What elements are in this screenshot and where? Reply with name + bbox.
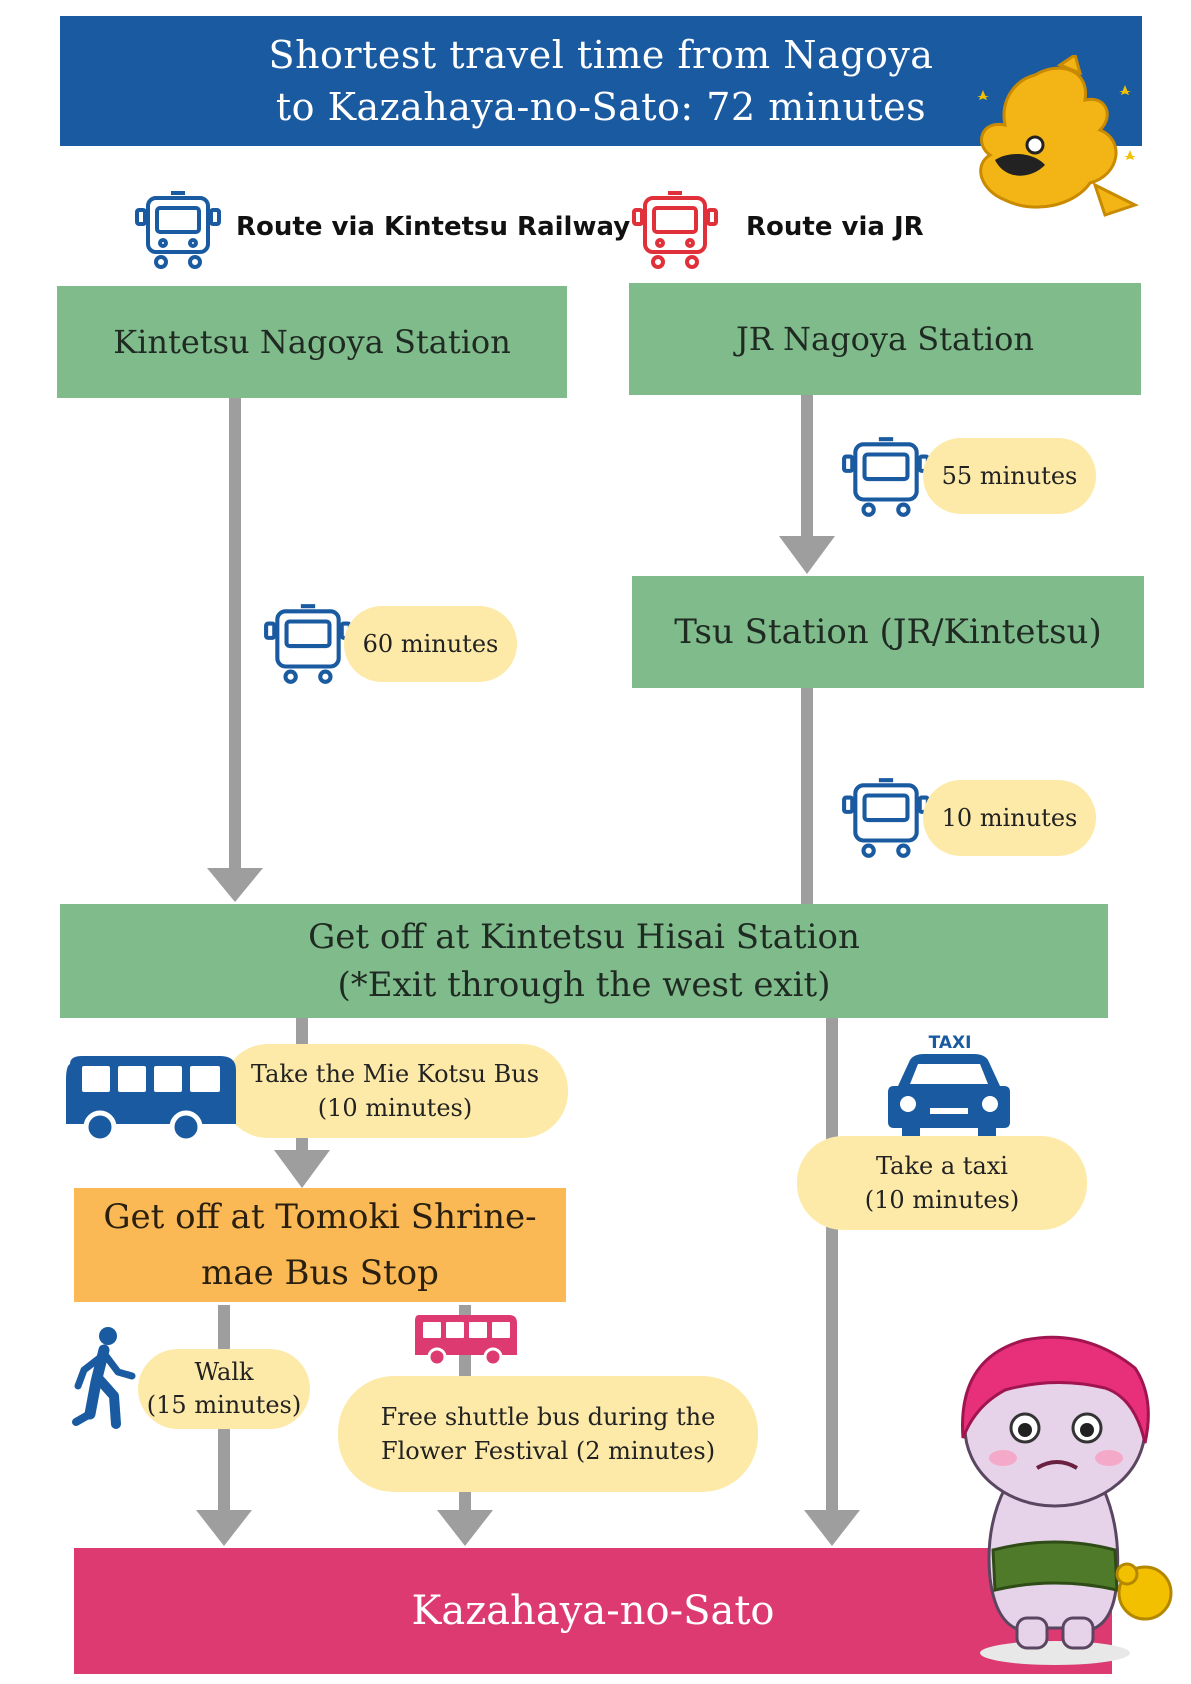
duration-jr-to-tsu: 55 minutes: [923, 438, 1096, 514]
train-icon-blue: [135, 191, 221, 269]
bus-stop-tomoki-shrine: Get off at Tomoki Shrine- mae Bus Stop: [74, 1188, 566, 1302]
header-banner: Shortest travel time from Nagoya to Kaza…: [60, 16, 1142, 146]
duration-shuttle-line-1: Free shuttle bus during the: [380, 1403, 716, 1431]
route-label-jr: Route via JR: [746, 212, 924, 242]
duration-bus-line-2: (10 minutes): [317, 1094, 473, 1122]
bus-stop-tomoki-line-1: Get off at Tomoki Shrine-: [103, 1197, 537, 1237]
duration-kintetsu-to-hisai-label: 60 minutes: [362, 630, 499, 658]
duration-taxi-line-1: Take a taxi: [876, 1152, 1008, 1180]
arrowhead: [196, 1510, 252, 1546]
station-kintetsu-nagoya-label: Kintetsu Nagoya Station: [113, 323, 511, 361]
arrowhead: [207, 868, 263, 902]
duration-walk-line-1: Walk: [194, 1358, 254, 1386]
train-icon-small: [842, 778, 930, 858]
duration-taxi-line-2: (10 minutes): [864, 1186, 1020, 1214]
header-line-2: to Kazahaya-no-Sato: 72 minutes: [275, 85, 927, 129]
arrowhead: [804, 1510, 860, 1546]
arrow-hisai-to-destination-taxi: [826, 1014, 838, 1514]
station-tsu: Tsu Station (JR/Kintetsu): [632, 576, 1144, 688]
header-line-1: Shortest travel time from Nagoya: [268, 33, 934, 77]
train-icon-red: [632, 191, 718, 269]
duration-walk-line-2: (15 minutes): [146, 1391, 302, 1419]
train-icon-small: [264, 604, 352, 684]
golden-shachihoko-icon: [977, 55, 1139, 217]
station-jr-nagoya: JR Nagoya Station: [629, 283, 1141, 395]
station-kintetsu-nagoya: Kintetsu Nagoya Station: [57, 286, 567, 398]
arrowhead: [779, 536, 835, 574]
duration-shuttle-line-2: Flower Festival (2 minutes): [380, 1437, 716, 1465]
duration-jr-to-tsu-label: 55 minutes: [941, 462, 1078, 490]
arrow-jr-to-tsu: [801, 395, 813, 540]
duration-tsu-to-hisai-label: 10 minutes: [941, 804, 1078, 832]
duration-bus: Take the Mie Kotsu Bus (10 minutes): [222, 1044, 568, 1138]
shuttle-bus-icon: [415, 1315, 517, 1367]
duration-bus-line-1: Take the Mie Kotsu Bus: [250, 1060, 540, 1088]
arrow-tsu-to-hisai: [801, 685, 813, 915]
station-jr-nagoya-label: JR Nagoya Station: [735, 320, 1035, 358]
taxi-icon: [888, 1054, 1010, 1138]
duration-kintetsu-to-hisai: 60 minutes: [344, 606, 517, 682]
duration-taxi: Take a taxi (10 minutes): [797, 1136, 1087, 1230]
duration-walk: Walk (15 minutes): [138, 1349, 310, 1429]
duration-tsu-to-hisai: 10 minutes: [923, 780, 1096, 856]
arrowhead: [274, 1150, 330, 1188]
station-tsu-label: Tsu Station (JR/Kintetsu): [674, 612, 1102, 652]
bus-icon: [66, 1056, 236, 1142]
station-kintetsu-hisai: Get off at Kintetsu Hisai Station (*Exit…: [60, 904, 1108, 1018]
route-label-kintetsu: Route via Kintetsu Railway: [236, 212, 631, 242]
destination-kazahaya-no-sato: Kazahaya-no-Sato: [74, 1548, 1112, 1674]
destination-label: Kazahaya-no-Sato: [411, 1588, 775, 1634]
station-hisai-line-1: Get off at Kintetsu Hisai Station: [308, 917, 860, 957]
bus-stop-tomoki-line-2: mae Bus Stop: [201, 1253, 439, 1293]
station-hisai-line-2: (*Exit through the west exit): [337, 965, 831, 1005]
pedestrian-icon: [72, 1327, 136, 1429]
taxi-sign: TAXI: [928, 1033, 972, 1053]
pink-haired-kappa-mascot: [961, 1335, 1173, 1665]
duration-shuttle: Free shuttle bus during the Flower Festi…: [338, 1376, 758, 1492]
arrow-kintetsu-to-hisai: [229, 397, 241, 872]
train-icon-small: [842, 437, 930, 517]
arrowhead: [437, 1510, 493, 1546]
